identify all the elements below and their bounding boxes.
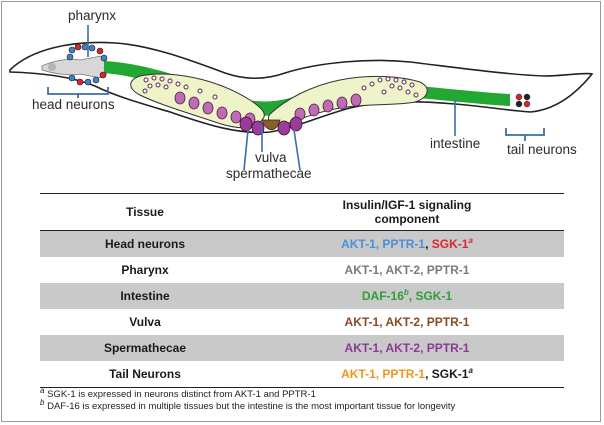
header-component-line1: Insulin/IGF-1 signaling	[342, 198, 472, 212]
label-head-neurons: head neurons	[32, 97, 115, 112]
worm-body	[9, 41, 594, 134]
footnote-a-marker: a	[40, 385, 45, 395]
footnote-b-text: DAF-16 is expressed in multiple tissues …	[44, 401, 456, 412]
component-text: AKT-1, PPTR-1	[341, 237, 426, 251]
footnote-a: a SGK-1 is expressed in neurons distinct…	[40, 385, 455, 401]
component-text: SGK-1	[431, 237, 469, 251]
label-pharynx: pharynx	[68, 8, 117, 23]
component-cell: AKT-1, AKT-2, PPTR-1	[250, 257, 564, 283]
table-row: Pharynx AKT-1, AKT-2, PPTR-1	[40, 257, 564, 283]
label-tail-neurons: tail neurons	[507, 142, 577, 157]
table-row: Vulva AKT-1, AKT-2, PPTR-1	[40, 309, 564, 335]
footnote-marker: a	[468, 366, 473, 375]
head-neurons-bracket	[47, 87, 109, 98]
component-text: AKT-1, AKT-2, PPTR-1	[344, 315, 470, 329]
lower-pointers	[243, 126, 301, 171]
header-tissue: Tissue	[40, 193, 250, 231]
footnote-b: b DAF-16 is expressed in multiple tissue…	[40, 397, 456, 413]
oocytes-right	[294, 93, 362, 121]
component-text: AKT-1, AKT-2, PPTR-1	[344, 341, 470, 355]
component-text: AKT-1, AKT-2, PPTR-1	[344, 263, 470, 277]
component-text: , SGK-1	[408, 289, 453, 303]
component-text: , SGK-1	[425, 367, 469, 381]
tissue-cell: Vulva	[129, 315, 161, 329]
component-cell: DAF-16b, SGK-1	[250, 283, 564, 309]
component-text: AKT-1, PPTR-1	[341, 367, 426, 381]
component-cell: AKT-1, PPTR-1, SGK-1a	[250, 361, 564, 388]
signaling-table: Tissue Insulin/IGF-1 signaling component…	[40, 193, 564, 388]
component-cell: AKT-1, PPTR-1, SGK-1a	[250, 230, 564, 257]
label-intestine: intestine	[430, 136, 481, 151]
germline-nuclei	[142, 75, 419, 100]
component-text: ,	[425, 237, 432, 251]
header-component-line2: component	[374, 212, 440, 226]
tissue-cell: Spermathecae	[40, 335, 250, 361]
footnote-marker: b	[403, 288, 409, 297]
tissue-cell: Head neurons	[40, 230, 250, 257]
header-component: Insulin/IGF-1 signaling component	[250, 193, 564, 231]
footnote-b-marker: b	[40, 397, 45, 407]
label-spermathecae: spermathecae	[226, 166, 312, 181]
component-cell: AKT-1, AKT-2, PPTR-1	[250, 309, 564, 335]
component-cell: AKT-1, AKT-2, PPTR-1	[250, 335, 564, 361]
footnote-a-text: SGK-1 is expressed in neurons distinct f…	[44, 389, 316, 400]
tail-neurons	[515, 93, 531, 108]
tissue-cell: Tail Neurons	[40, 361, 250, 388]
table-row: Spermathecae AKT-1, AKT-2, PPTR-1	[40, 335, 564, 361]
tissue-cell: Pharynx	[121, 263, 169, 277]
oocytes-left	[174, 91, 256, 126]
component-text: DAF-16	[361, 289, 404, 303]
vulva-shape	[261, 119, 281, 131]
table-header-row: Tissue Insulin/IGF-1 signaling component	[40, 193, 564, 231]
footnote-marker: a	[468, 236, 473, 245]
footnotes: a SGK-1 is expressed in neurons distinct…	[40, 385, 456, 413]
tail-neurons-bracket	[505, 128, 545, 141]
tissue-cell: Intestine	[40, 283, 250, 309]
spermathecae-shape	[239, 116, 303, 136]
label-vulva: vulva	[255, 150, 287, 165]
worm-diagram	[9, 25, 594, 171]
